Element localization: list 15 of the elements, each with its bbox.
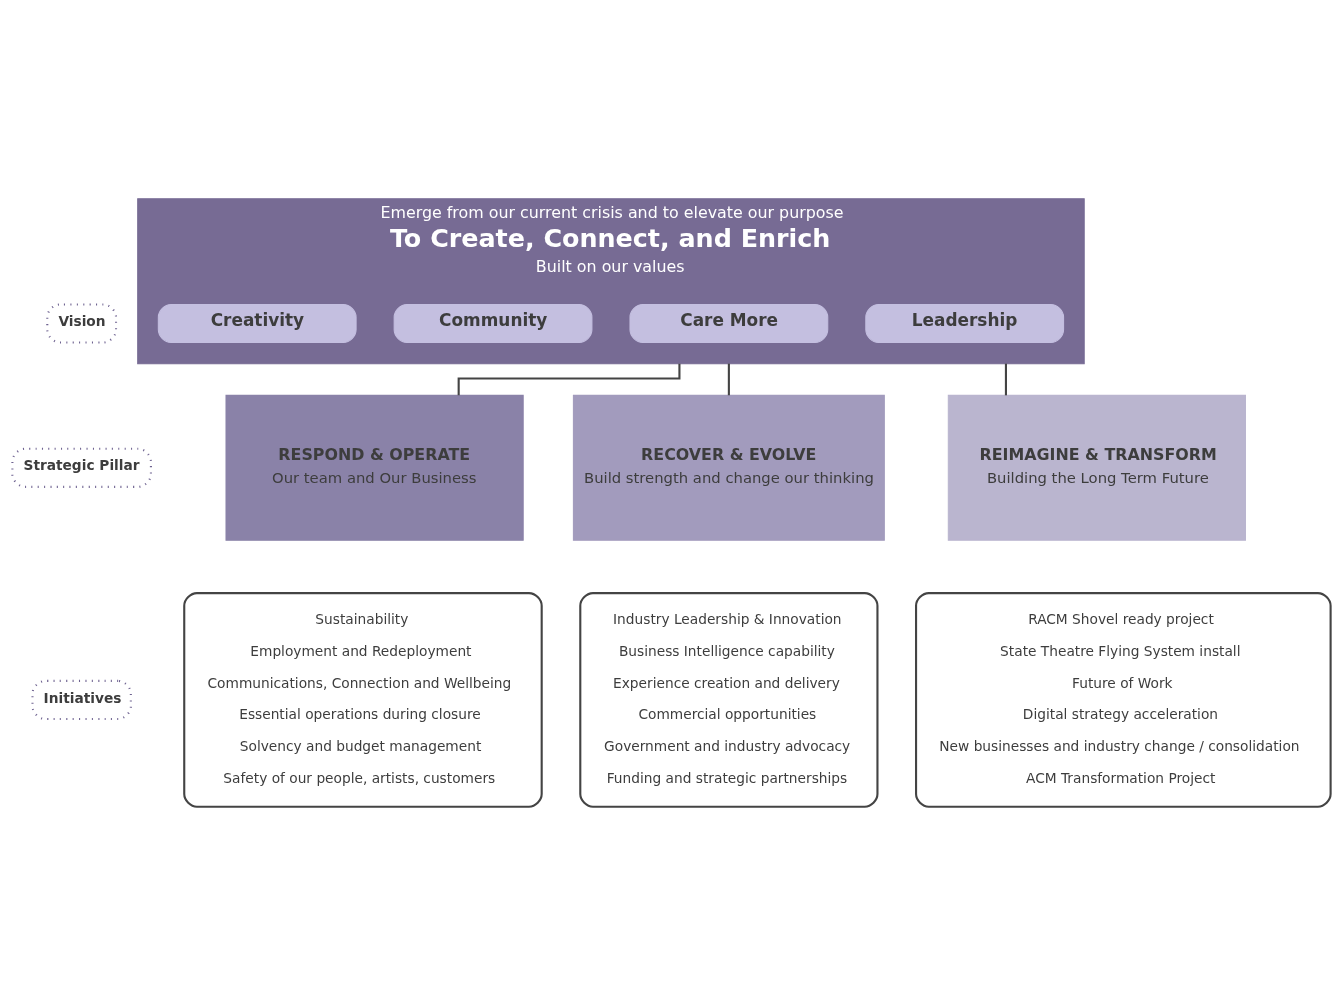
- connector: [1004, 363, 1007, 395]
- node-box: RACM Shovel ready project State Theatre Flying System install Future of Work Digital strategy acceleration New businesses and industry change / consolidation ACM Transformation Project: [915, 591, 1332, 808]
- node-box: RESPOND & OPERATE Our team and Our Business: [225, 394, 524, 541]
- node-box: REIMAGINE & TRANSFORM Building the Long Term Future: [947, 394, 1246, 541]
- node-box: Initiatives: [31, 679, 132, 720]
- node-box: Creativity: [157, 303, 357, 343]
- node-box: Care More: [629, 303, 829, 343]
- node-box: Community: [393, 303, 593, 343]
- node-box: Leadership: [865, 303, 1065, 343]
- node-box: Vision: [46, 302, 118, 344]
- node-box: Industry Leadership & Innovation Business Intelligence capability Experience creation and delivery Commercial opportunities Government and industry advocacy Funding and strategic partnerships: [579, 591, 879, 808]
- node-box: Strategic Pillar: [11, 447, 152, 488]
- connector: [727, 363, 730, 395]
- node-box: RECOVER & EVOLVE Build strength and change our thinking: [572, 394, 885, 541]
- node-box: Sustainability Employment and Redeployment Communications, Connection and Wellbeing Essential operations during closure Solvency and budget management Safety of our people, artists, customers: [183, 591, 543, 808]
